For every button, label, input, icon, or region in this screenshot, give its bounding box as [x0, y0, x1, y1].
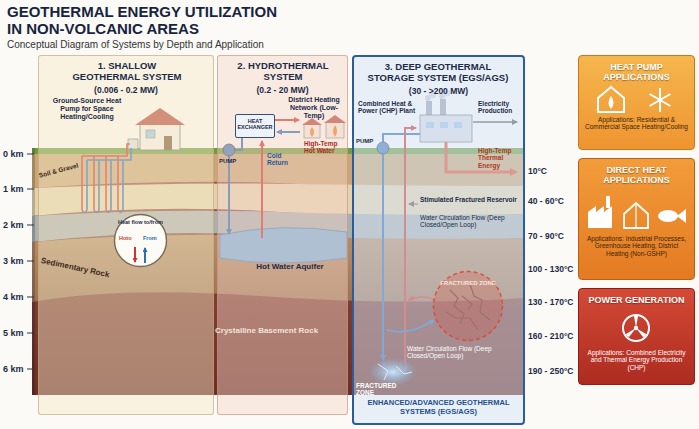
diagram-title: GEOTHERMAL ENERGY UTILIZATION IN NON-VOL…	[7, 4, 289, 37]
output-label: Electricity Production	[478, 100, 523, 115]
circle-shape	[115, 215, 167, 267]
layer-label: Sedimentary Rock	[40, 256, 110, 280]
application-title: HEAT PUMP APPLICATIONS	[584, 62, 689, 83]
component-label: HEAT EXCHANGER	[237, 118, 273, 131]
flow-label: From	[143, 235, 157, 241]
capacity-range: (0.2 - 20 MW)	[218, 86, 347, 96]
panel-footer: ENHANCED/ADVANCED GEOTHERMAL SYSTEMS (EG…	[356, 399, 521, 416]
temperature-label: 190 - 250°C	[528, 367, 573, 377]
application-text: Applications: Residential & Commercial S…	[583, 116, 690, 131]
flow-label: Cold Return	[267, 152, 303, 167]
temperature-label: 70 - 90°C	[528, 232, 564, 242]
capacity-range: (0.006 - 0.2 MW)	[39, 86, 213, 96]
zone-label: FRACTURED ZONE	[356, 382, 406, 397]
flow-label: Water Circulation Flow (Deep Closed/Open…	[420, 214, 522, 229]
application-box: DIRECT HEAT APPLICATIONS Applications: In…	[578, 158, 695, 280]
application-box: POWER GENERATION Applications: Combined E…	[578, 288, 695, 385]
temperature-label: 100 - 130°C	[528, 265, 573, 275]
depth-label: 5 km	[3, 328, 24, 338]
heat-flow-callout: Heat flow to/fromHoto From	[113, 213, 168, 268]
capacity-range: (30 - >200 MW)	[354, 87, 523, 97]
component-label: Combined Heat & Power (CHP) Plant	[358, 100, 416, 115]
layer-label: Soil & Gravel	[38, 162, 79, 180]
application-text: Applications: Combined Electricity and T…	[583, 349, 690, 371]
zone-label: FRACTURED ZONE	[438, 280, 498, 287]
depth-label: 1 km	[3, 184, 24, 194]
panel-heading: 3. DEEP GEOTHERMAL STORAGE SYSTEM (EGS/A…	[363, 62, 513, 84]
panel-heading: 1. SHALLOW GEOTHERMAL SYSTEM	[67, 61, 187, 83]
temperature-label: 130 - 170°C	[528, 298, 573, 308]
temperature-label: 160 - 210°C	[528, 332, 573, 342]
application-text: Applications: Industrial Processes, Gree…	[583, 235, 690, 257]
depth-label: 6 km	[3, 364, 24, 374]
circle-shape	[434, 272, 503, 341]
callout-title: Heat flow to/from	[118, 219, 163, 225]
application-box: HEAT PUMP APPLICATIONS Applications: Resi…	[578, 55, 695, 150]
flow-label: High-Temp Hot Water	[304, 140, 347, 155]
temperature-label: 10°C	[528, 167, 547, 177]
temperature-label: 40 - 60°C	[528, 197, 564, 207]
application-title: POWER GENERATION	[584, 295, 689, 305]
aquifer-label: Hot Water Aquifer	[245, 262, 335, 271]
depth-label: 4 km	[3, 292, 24, 302]
layer-label: Crystalline Basement Rock	[215, 326, 318, 335]
depth-label: 2 km	[3, 220, 24, 230]
component-label: District Heating Network (Low-Temp)	[281, 96, 347, 120]
component-label: Ground-Source Heat Pump for Space Heatin…	[46, 97, 128, 121]
pump-label: PUMP	[356, 138, 373, 145]
flow-label: Water Circulation Flow (Deep Closed/Open…	[407, 345, 507, 360]
application-title: DIRECT HEAT APPLICATIONS	[584, 165, 689, 186]
depth-label: 3 km	[3, 256, 24, 266]
panel-heading: 2. HYDROTHERMAL SYSTEM	[223, 61, 343, 83]
depth-label: 0 km	[3, 149, 24, 159]
subtitle: Conceptual Diagram of Systems by Depth a…	[7, 39, 347, 51]
fractured-zone-circle: FRACTURED ZONE	[432, 270, 504, 342]
output-label: High-Temp Thermal Energy	[478, 147, 523, 169]
flow-label: Hoto	[119, 235, 132, 241]
heat-exchanger-box: HEAT EXCHANGER	[235, 114, 275, 138]
pump-label: PUMP	[219, 158, 236, 165]
reservoir-label: Stimulated Fractured Reservoir	[420, 196, 522, 203]
